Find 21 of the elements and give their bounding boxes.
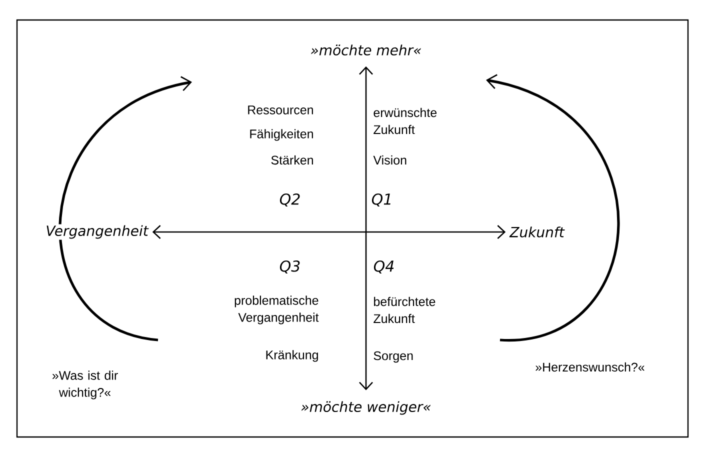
text-label: »Herzenswunsch?«: [536, 362, 644, 372]
axis-label: »möchte mehr«: [309, 44, 423, 56]
text-label: Fähigkeiten: [250, 129, 313, 141]
text-label: problematische Vergangenheit: [234, 296, 319, 324]
quadrant-label: Q4: [374, 260, 394, 274]
axis-label: Vergangenheit: [44, 224, 150, 240]
text-label: »Was ist dir wichtig?«: [52, 370, 118, 400]
text-label: Vision: [373, 155, 406, 165]
text-label: Ressourcen: [248, 106, 313, 114]
text-label: Kränkung: [266, 350, 318, 362]
text-label: Sorgen: [374, 351, 413, 363]
text-label: befürchtete Zukunft: [374, 296, 436, 324]
text-label: erwünschte Zukunft: [374, 108, 437, 134]
axis-arrow: [152, 225, 506, 239]
text-label: Stärken: [271, 155, 313, 165]
quadrant-label: Q2: [280, 193, 300, 207]
axis-arrow: [359, 66, 373, 390]
quadrant-label: Q3: [280, 260, 300, 274]
axis-label: »möchte weniger«: [300, 400, 432, 416]
quadrant-label: Q1: [372, 193, 390, 207]
axis-label: Zukunft: [508, 226, 566, 238]
